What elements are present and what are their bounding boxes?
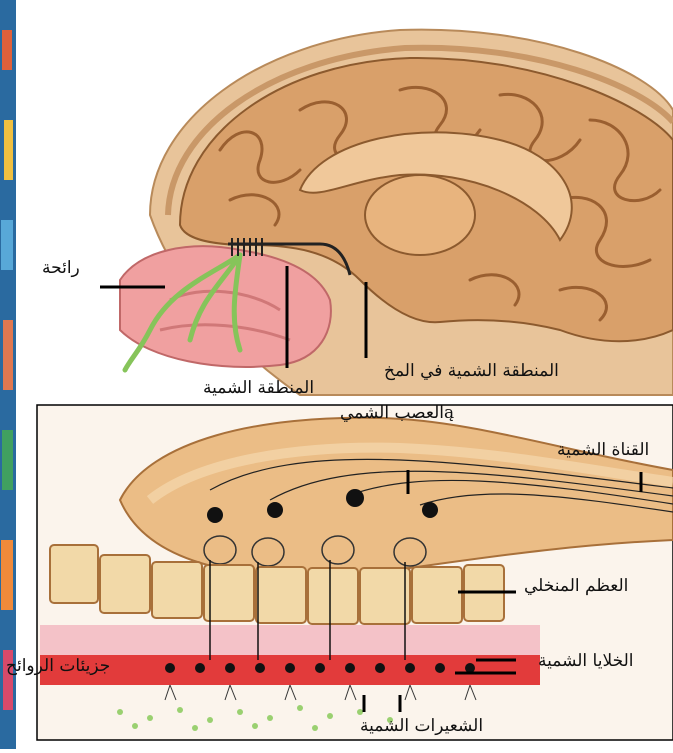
head-section: [120, 30, 673, 395]
label-olfactory-nerve: ąالعصب الشمي: [340, 405, 454, 422]
label-brain-olfactory-area: المنطقة الشمية في المخ: [384, 363, 559, 380]
label-odor-molecules: جزيئات الروائح: [6, 658, 110, 675]
epithelium-pink: [40, 625, 540, 655]
label-olfactory-area: المنطقة الشمية: [203, 380, 314, 397]
thalamus: [365, 175, 475, 255]
label-olfactory-tract: القناة الشمية: [557, 442, 649, 459]
label-ethmoid-bone: العظم المنخلي: [524, 578, 628, 595]
label-odor: رائحة: [42, 260, 80, 277]
label-olfactory-hairs: الشعيرات الشمية: [360, 718, 483, 735]
label-olfactory-cells: الخلايا الشمية: [538, 653, 633, 670]
